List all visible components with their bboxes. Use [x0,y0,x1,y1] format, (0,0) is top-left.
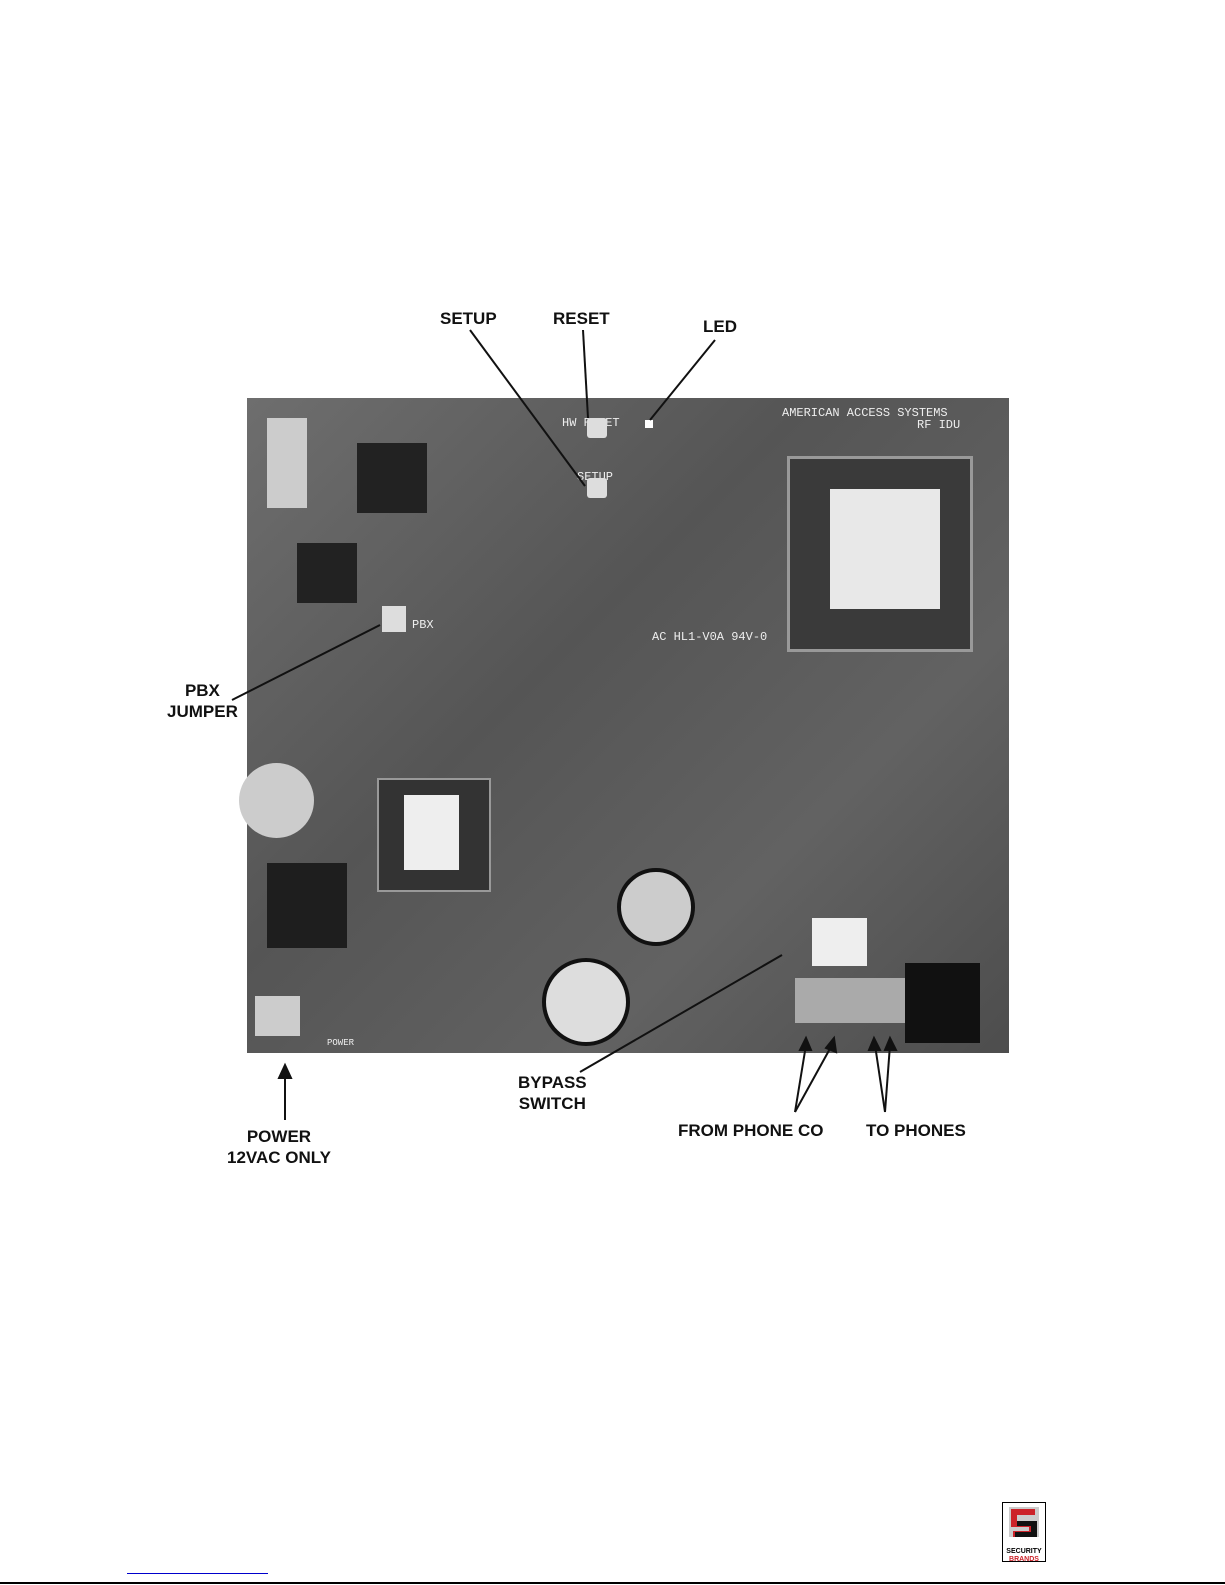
label-power-line2: 12VAC ONLY [227,1148,331,1167]
setup-arrow [469,329,586,487]
capacitor [617,868,695,946]
label-pbx-jumper: PBX JUMPER [167,680,238,722]
footer-link-underline[interactable] [127,1573,268,1574]
label-pbx-line1: PBX [184,681,220,700]
chip [297,543,357,603]
silk-power: POWER [327,1038,355,1048]
circuit-board-photo: AMERICAN ACCESS SYSTEMS RF IDU AC HL1-V0… [239,398,1009,1053]
label-led: LED [703,317,737,336]
header-connector [267,418,307,508]
label-reset: RESET [553,309,610,328]
to-phones-arrow-1 [874,1044,886,1113]
led [645,420,653,428]
label-power-line1: POWER [246,1127,312,1146]
pbx-arrow [231,624,381,701]
silk-maker: AMERICAN ACCESS SYSTEMS [782,406,948,420]
phone-terminal-block [795,978,905,1023]
label-power: POWER 12VAC ONLY [227,1126,331,1168]
setup-button [587,478,607,498]
reset-arrow [582,329,589,419]
capacitor [239,763,314,838]
small-transformer [377,778,491,892]
bypass-switch [812,918,867,966]
logo-text-brands: BRANDS [1009,1556,1039,1563]
bridge-rectifier [267,863,347,948]
silk-model-code: RF IDU [917,418,961,432]
bypass-arrow [579,954,783,1073]
security-brands-logo: SECURITY BRANDS [1002,1502,1046,1563]
transformer [787,456,973,652]
pbx-jumper [382,606,406,632]
capacitor-large [542,958,630,1046]
label-to-phones: TO PHONES [866,1121,966,1140]
silk-pbx: PBX [412,618,434,632]
rj11-jack [905,963,980,1043]
label-bypass-line1: BYPASS [518,1073,587,1092]
label-bypass-switch: BYPASS SWITCH [518,1072,587,1114]
power-terminal [255,996,300,1036]
silk-model: AC HL1-V0A 94V-0 [652,630,768,644]
microcontroller-chip [357,443,427,513]
to-phones-arrow-2 [884,1044,891,1113]
logo-text-security: SECURITY [1006,1548,1042,1555]
from-phone-arrow-1 [794,1044,807,1113]
label-pbx-line2: JUMPER [167,702,238,721]
footer-rule [0,1582,1225,1584]
from-phone-arrow-2 [794,1044,833,1113]
label-setup: SETUP [440,309,497,328]
reset-button [587,418,607,438]
led-arrow [649,339,716,421]
label-from-phone-co: FROM PHONE CO [678,1121,824,1140]
label-bypass-line2: SWITCH [518,1094,586,1113]
